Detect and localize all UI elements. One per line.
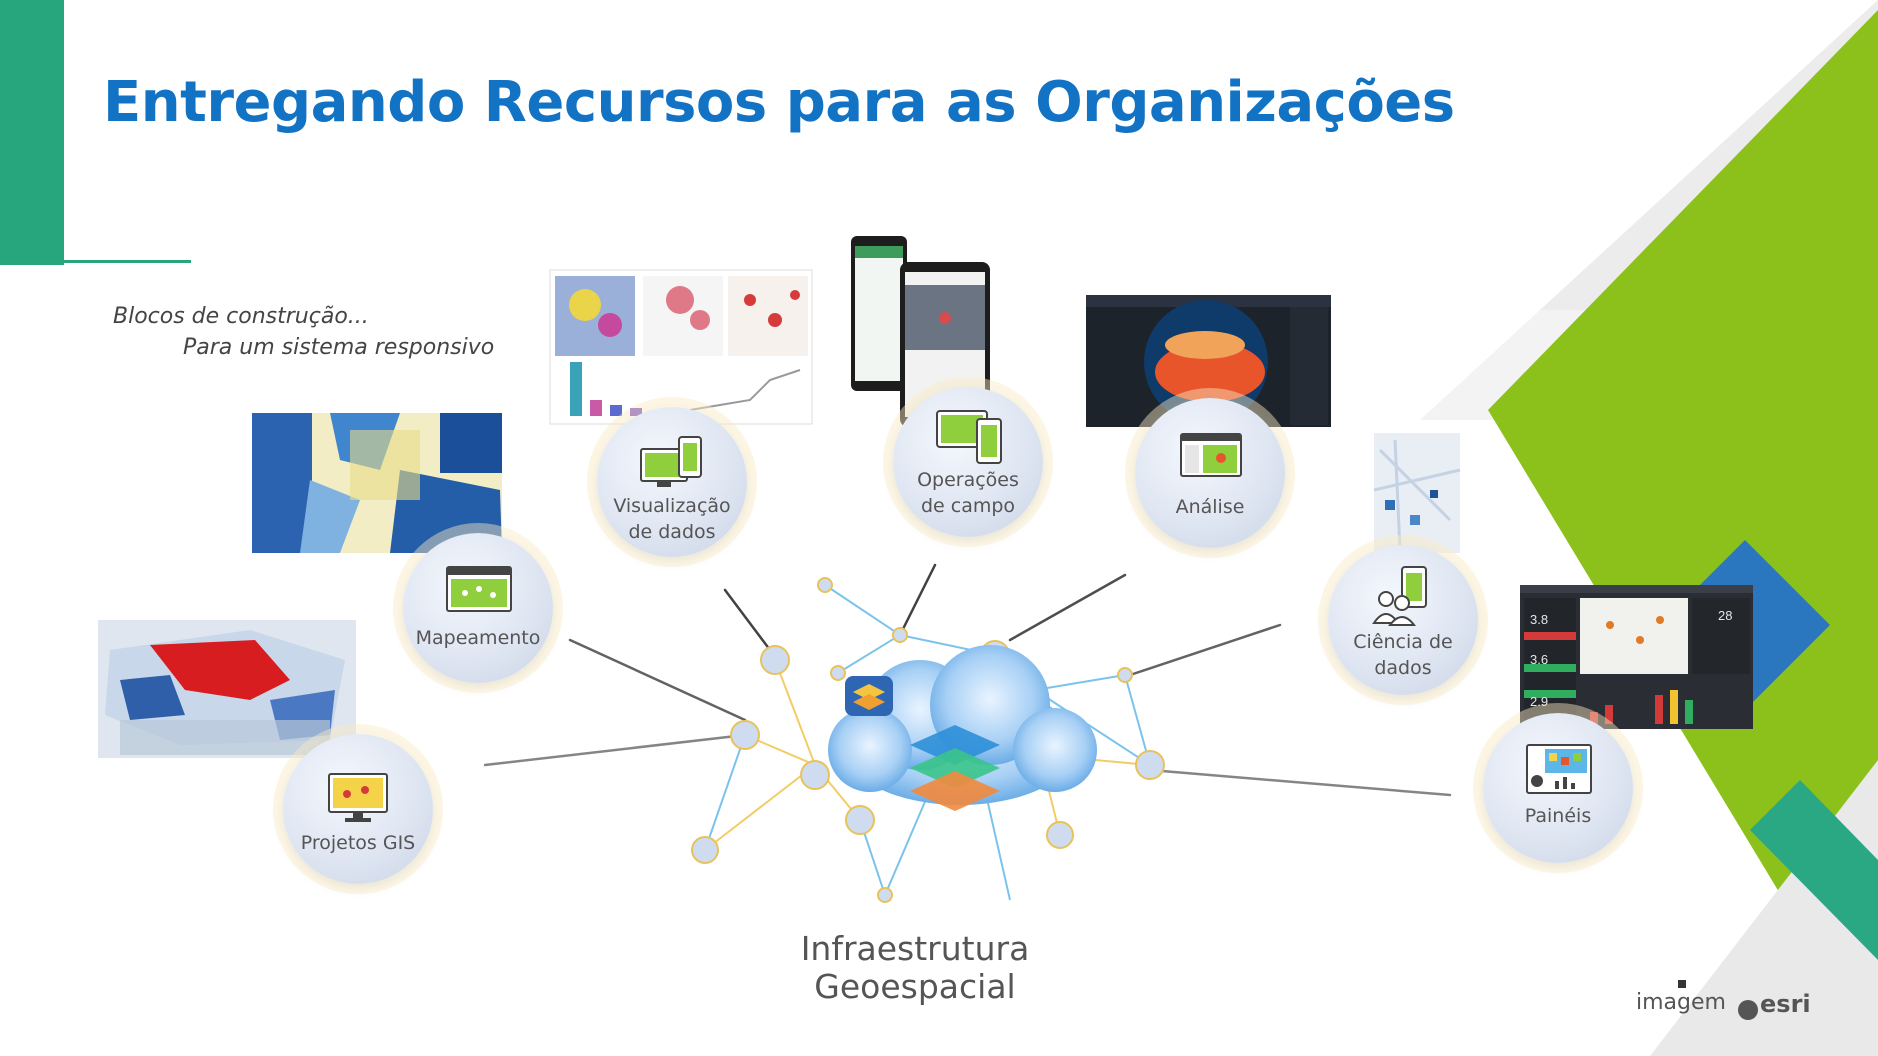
layers-badge-icon: [845, 676, 893, 716]
thumb-analise-globe: [1086, 295, 1331, 427]
kpi-2: 3.6: [1530, 652, 1548, 667]
spoke-visualizacao: [723, 588, 772, 652]
spoke-analise: [1008, 573, 1127, 642]
thumb-ciencia-map: [1373, 433, 1461, 553]
spokes: [483, 563, 1452, 797]
spoke-projetos: [483, 733, 747, 767]
dashboard-icon: [1526, 744, 1592, 794]
tablet-phone-icon: [936, 410, 1002, 464]
desktop-devices-icon: [640, 436, 702, 487]
lime-triangle: [1488, 10, 1878, 1056]
spoke-ciencia: [1128, 623, 1282, 677]
monitor-map-icon: [328, 773, 388, 822]
node-analise: Análise: [1135, 398, 1285, 548]
center-label-line-2: Geoespacial: [814, 967, 1016, 1006]
node-paineis: Painéis: [1483, 713, 1633, 863]
node-label-line-2: de dados: [628, 521, 716, 543]
thumb-mapeamento-map: [252, 413, 502, 553]
left-green-underline: [64, 260, 191, 263]
thumb-paineis-dashboard: 3.8 3.6 2.9 28: [1520, 585, 1753, 729]
esri-logo: esri: [1760, 990, 1811, 1018]
slide-title: Entregando Recursos para as Organizações: [103, 70, 1455, 135]
node-label: Mapeamento: [415, 627, 541, 649]
spoke-operacoes: [898, 563, 937, 637]
left-green-bar: [0, 0, 64, 265]
node-operacoes-de-campo: Operações de campo: [893, 387, 1043, 537]
thumb-projetos-3d-map: [98, 620, 356, 758]
imagem-logo-mark: [1678, 980, 1686, 988]
node-mapeamento: Mapeamento: [403, 533, 553, 683]
imagem-logo: imagem: [1636, 990, 1726, 1015]
node-visualizacao-de-dados: Visualização de dados: [597, 407, 747, 557]
node-label: Painéis: [1524, 805, 1592, 827]
node-label: Projetos GIS: [300, 832, 416, 854]
kpi-3: 2.9: [1530, 694, 1548, 709]
esri-globe-icon: [1738, 1000, 1758, 1020]
thumb-visualizacao-charts: [549, 269, 813, 425]
node-projetos-gis: Projetos GIS: [283, 734, 433, 884]
node-label-line-2: dados: [1374, 657, 1432, 679]
geospatial-cloud-icon: [828, 645, 1097, 811]
node-label-line-1: Visualização: [613, 495, 731, 517]
kpi-4: 28: [1718, 608, 1732, 623]
node-label-line-2: de campo: [920, 495, 1016, 517]
subtitle-line-1: Blocos de construção...: [113, 304, 369, 329]
map-window-icon: [446, 566, 512, 612]
bg-light-stripe: [1420, 0, 1878, 420]
spoke-mapeamento: [568, 638, 747, 722]
thumb-operacoes-phones: [851, 236, 990, 427]
teal-band: [1750, 780, 1878, 960]
subtitle-line-2: Para um sistema responsivo: [183, 335, 495, 360]
node-label-line-1: Ciência de: [1353, 631, 1453, 653]
center-label: Infraestrutura Geoespacial: [760, 930, 1070, 1006]
node-label: Análise: [1175, 496, 1245, 518]
node-ciencia-de-dados: Ciência de dados: [1328, 545, 1478, 695]
node-label-line-1: Operações: [917, 469, 1019, 491]
center-label-line-1: Infraestrutura: [800, 929, 1030, 968]
kpi-1: 3.8: [1530, 612, 1548, 627]
bg-light-stripe-2: [1540, 0, 1878, 310]
spoke-paineis: [1148, 768, 1452, 797]
analysis-window-icon: [1180, 433, 1242, 477]
people-phone-icon: [1372, 566, 1427, 626]
